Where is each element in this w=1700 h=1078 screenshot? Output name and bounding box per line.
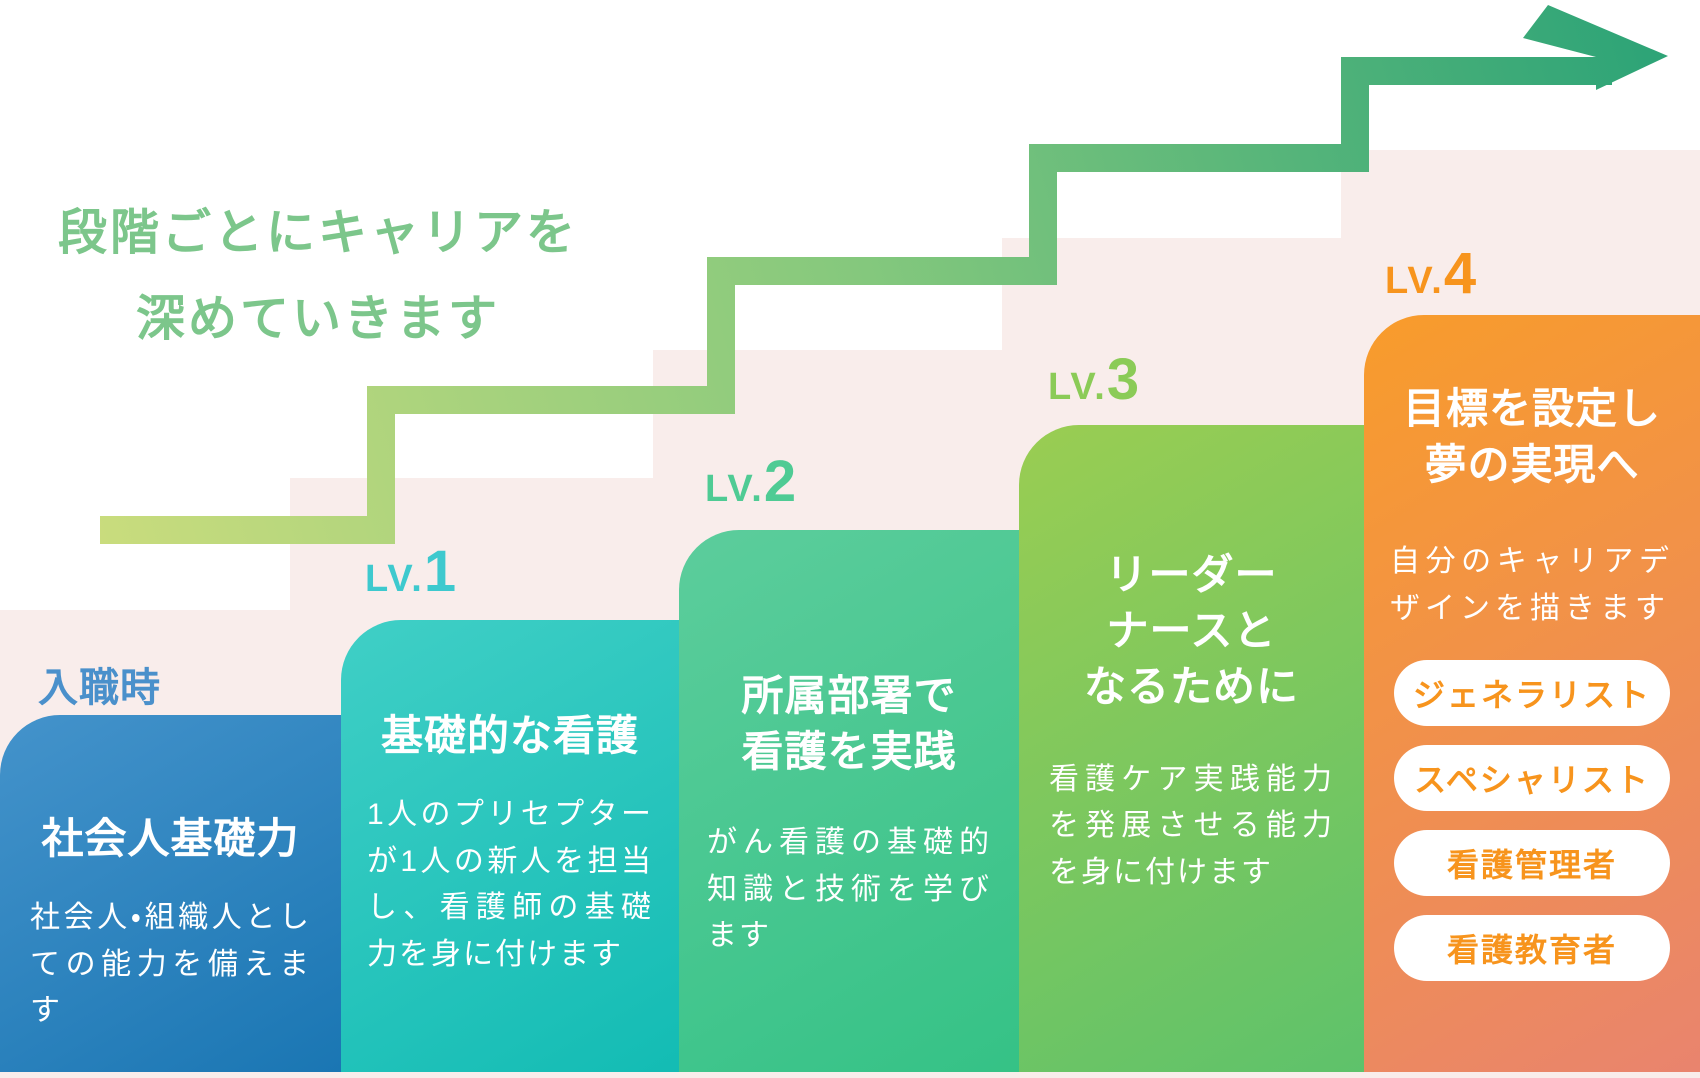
- page-title-line1: 段階ごとにキャリアを: [58, 206, 579, 260]
- card-body: 社会人・組織人としての能力を備えます: [30, 900, 311, 1028]
- stage-label-lv1: LV.1: [365, 539, 457, 604]
- career-path-badge-educator: 看護教育者: [1394, 915, 1670, 982]
- card-body: 自分のキャリアデザインを描きます: [1390, 544, 1674, 625]
- card-body: 看護ケア実践能力を発展させる能力を身に付けます: [1049, 762, 1334, 890]
- stage-card-lv3: リーダー ナースと なるために 看護ケア実践能力を発展させる能力を身に付けます: [1019, 425, 1364, 1072]
- card-body: がん看護の基礎的知識と技術を学びます: [707, 825, 991, 953]
- card-title: 目標を設定し 夢の実現へ: [1402, 385, 1661, 488]
- card-body: 1人のプリセプターが1人の新人を担当し、看護師の基礎力を身に付けます: [367, 797, 653, 972]
- stage-card-entry: 社会人基礎力 社会人・組織人としての能力を備えます: [0, 715, 341, 1072]
- page-title-line2: 深めていきます: [135, 292, 500, 347]
- stage-label-lv3: LV.3: [1048, 347, 1140, 412]
- stage-label-text: LV.: [1385, 260, 1444, 302]
- stage-card-lv4: 目標を設定し 夢の実現へ 自分のキャリアデザインを描きます ジェネラリスト スペ…: [1364, 315, 1700, 1072]
- card-title: 社会人基礎力: [41, 815, 300, 862]
- stage-label-text: LV.: [1048, 366, 1107, 408]
- career-path-list: ジェネラリスト スペシャリスト 看護管理者 看護教育者: [1394, 660, 1670, 1000]
- stage-card-lv2: 所属部署で 看護を実践 がん看護の基礎的知識と技術を学びます: [679, 530, 1019, 1072]
- card-title: リーダー ナースと なるために: [1083, 551, 1299, 710]
- career-path-badge-specialist: スペシャリスト: [1394, 745, 1670, 812]
- stage-card-lv1: 基礎的な看護 1人のプリセプターが1人の新人を担当し、看護師の基礎力を身に付けま…: [341, 620, 679, 1072]
- stage-label-entry: 入職時: [38, 648, 161, 715]
- career-path-badge-generalist: ジェネラリスト: [1394, 660, 1670, 727]
- stage-label-text: LV.: [705, 468, 764, 510]
- card-title: 所属部署で 看護を実践: [741, 672, 957, 775]
- page-title: 段階ごとにキャリアを 深めていきます: [58, 190, 578, 362]
- stage-label-lv4: LV.4: [1385, 241, 1477, 306]
- stage-label-text: 入職時: [38, 666, 161, 710]
- stage-label-text: LV.: [365, 558, 424, 600]
- career-path-badge-manager: 看護管理者: [1394, 830, 1670, 897]
- stage-label-lv2: LV.2: [705, 449, 797, 514]
- card-title: 基礎的な看護: [380, 712, 639, 759]
